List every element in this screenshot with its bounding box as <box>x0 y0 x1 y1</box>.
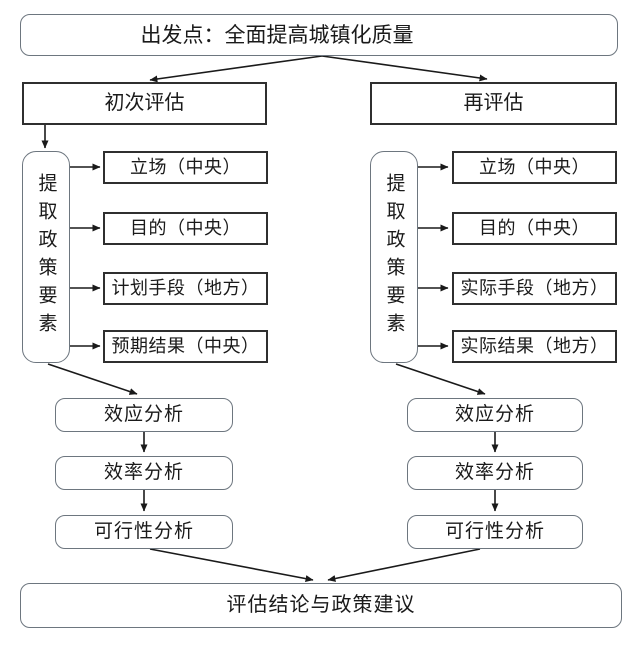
start-node-label: 出发点：全面提高城镇化质量 <box>140 22 414 47</box>
extract-elements-node-left: 提取政策要素 <box>22 151 70 363</box>
element-label: 实际结果（地方） <box>460 336 609 357</box>
initial-assessment-node: 初次评估 <box>22 82 267 125</box>
extract-elements-label-left: 提取政策要素 <box>35 173 57 341</box>
analysis-label: 可行性分析 <box>444 521 545 543</box>
conclusion-node: 评估结论与政策建议 <box>20 583 622 628</box>
element-label: 立场（中央） <box>130 157 241 178</box>
conclusion-label: 评估结论与政策建议 <box>226 594 416 616</box>
analysis-label: 效应分析 <box>454 404 535 426</box>
initial-assessment-label: 初次评估 <box>104 92 185 114</box>
element-node-right-actual-results: 实际结果（地方） <box>452 330 617 363</box>
element-node-left-position: 立场（中央） <box>103 151 268 184</box>
analysis-node-left-efficiency: 效率分析 <box>55 456 233 490</box>
element-node-right-position: 立场（中央） <box>452 151 617 184</box>
element-label: 目的（中央） <box>130 218 241 239</box>
analysis-label: 效率分析 <box>103 462 184 484</box>
analysis-node-right-feasibility: 可行性分析 <box>407 515 583 549</box>
analysis-node-left-feasibility: 可行性分析 <box>55 515 233 549</box>
element-label: 实际手段（地方） <box>460 278 609 299</box>
element-node-left-purpose: 目的（中央） <box>103 212 268 245</box>
analysis-label: 可行性分析 <box>93 521 194 543</box>
extract-elements-label-right: 提取政策要素 <box>383 173 405 341</box>
element-node-right-actual-means: 实际手段（地方） <box>452 272 617 305</box>
element-node-right-purpose: 目的（中央） <box>452 212 617 245</box>
extract-elements-node-right: 提取政策要素 <box>370 151 418 363</box>
re-assessment-node: 再评估 <box>370 82 617 125</box>
element-label: 目的（中央） <box>479 218 590 239</box>
element-node-left-expected-results: 预期结果（中央） <box>103 330 268 363</box>
element-label: 预期结果（中央） <box>111 336 260 357</box>
analysis-label: 效应分析 <box>103 404 184 426</box>
analysis-node-left-effect: 效应分析 <box>55 398 233 432</box>
analysis-node-right-effect: 效应分析 <box>407 398 583 432</box>
re-assessment-label: 再评估 <box>463 92 524 114</box>
analysis-node-right-efficiency: 效率分析 <box>407 456 583 490</box>
start-node: 出发点：全面提高城镇化质量 <box>20 14 618 56</box>
element-label: 立场（中央） <box>479 157 590 178</box>
element-label: 计划手段（地方） <box>111 278 260 299</box>
element-node-left-planned-means: 计划手段（地方） <box>103 272 268 305</box>
analysis-label: 效率分析 <box>454 462 535 484</box>
